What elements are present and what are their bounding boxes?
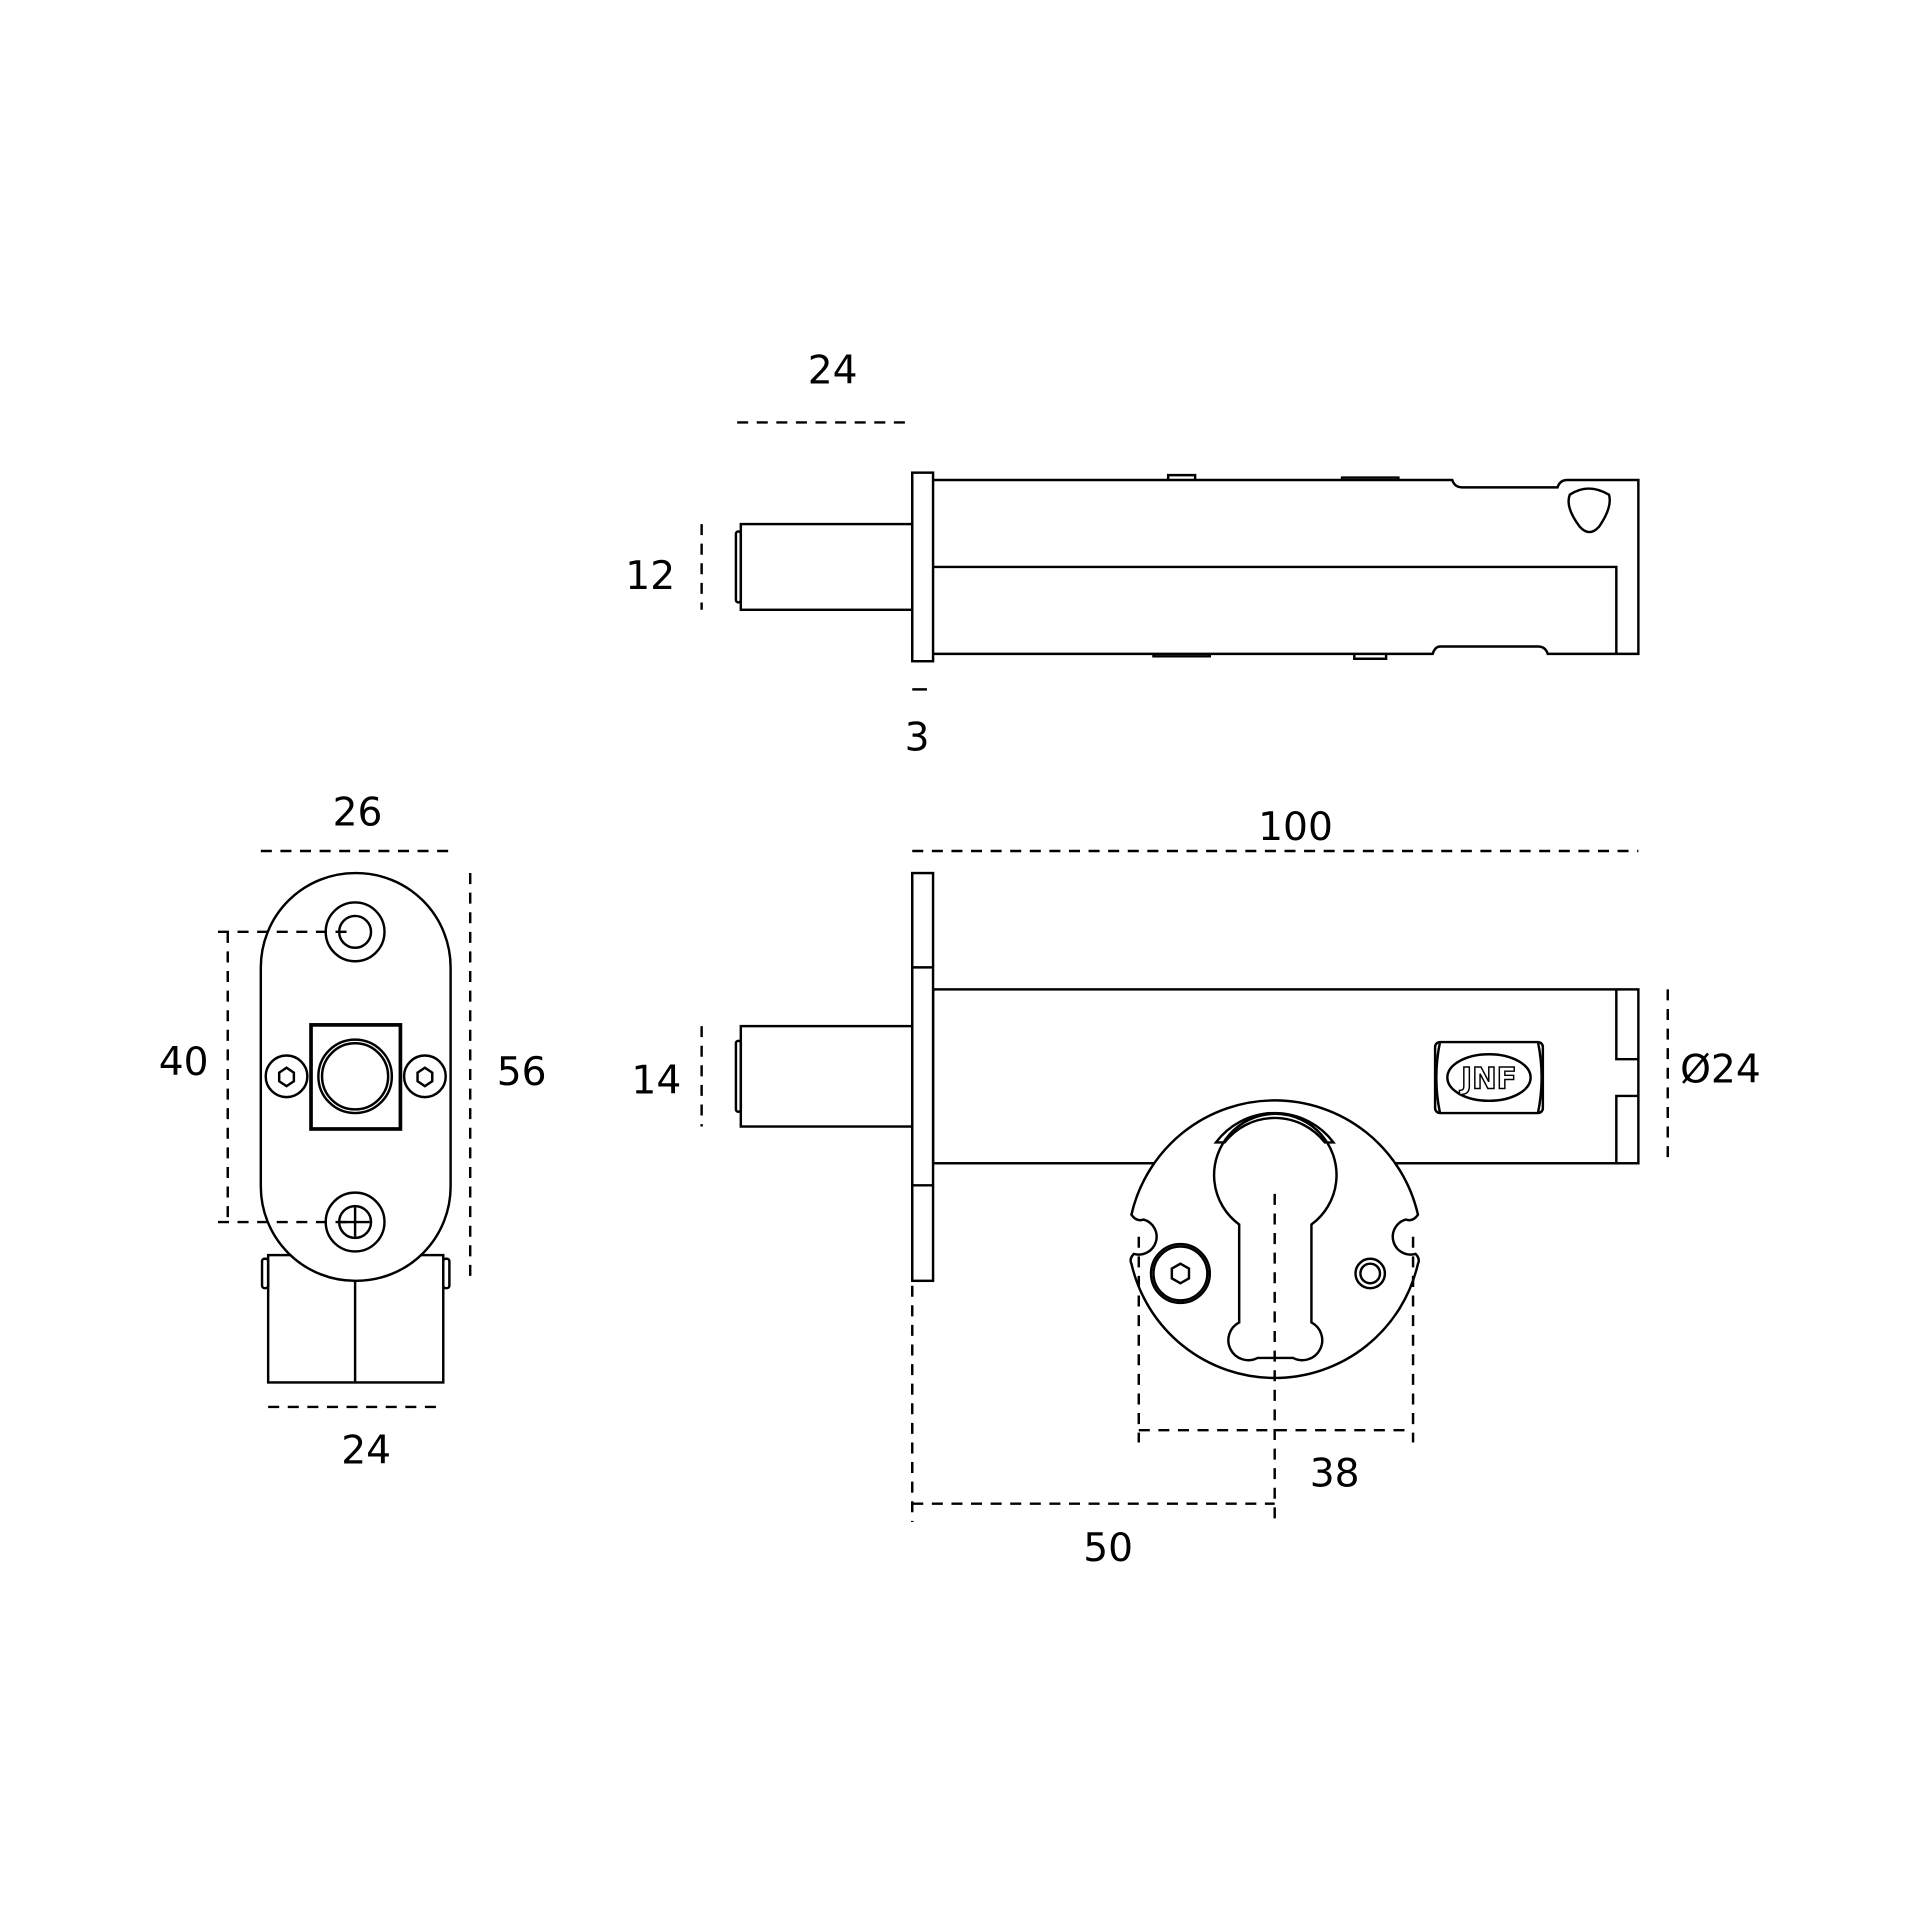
drain-hole xyxy=(1567,487,1611,534)
screw-icon xyxy=(402,1054,447,1099)
dim-hole-spacing: 40 xyxy=(159,1040,209,1085)
dim-screw-spacing: 38 xyxy=(1310,1452,1360,1497)
face-plate xyxy=(911,471,935,663)
dim-base-width: 24 xyxy=(341,1428,391,1473)
logo: JNF xyxy=(1433,1040,1545,1115)
bolt-body xyxy=(933,478,1640,656)
face-plate xyxy=(911,871,935,1283)
dim-bolt-projection: 24 xyxy=(808,348,858,393)
front-view: JNF 100 14 Ø24 38 50 xyxy=(631,805,1760,1571)
top-view: 24 12 3 xyxy=(625,348,1640,761)
bolt xyxy=(739,522,914,612)
dim-bolt-height: 14 xyxy=(631,1058,681,1103)
dim-height: 56 xyxy=(497,1050,547,1095)
dim-length: 100 xyxy=(1258,805,1333,850)
dim-width: 26 xyxy=(333,790,383,835)
dim-plate-thickness: 3 xyxy=(905,716,930,761)
dim-diameter: Ø24 xyxy=(1680,1047,1761,1092)
face-plate-oval xyxy=(259,871,452,1283)
screw-icon xyxy=(264,1054,309,1099)
side-view: 26 56 40 24 xyxy=(159,790,547,1473)
svg-text:JNF: JNF xyxy=(1459,1062,1517,1096)
dim-bolt-height-top: 12 xyxy=(625,554,675,599)
dim-backset: 50 xyxy=(1083,1526,1133,1571)
